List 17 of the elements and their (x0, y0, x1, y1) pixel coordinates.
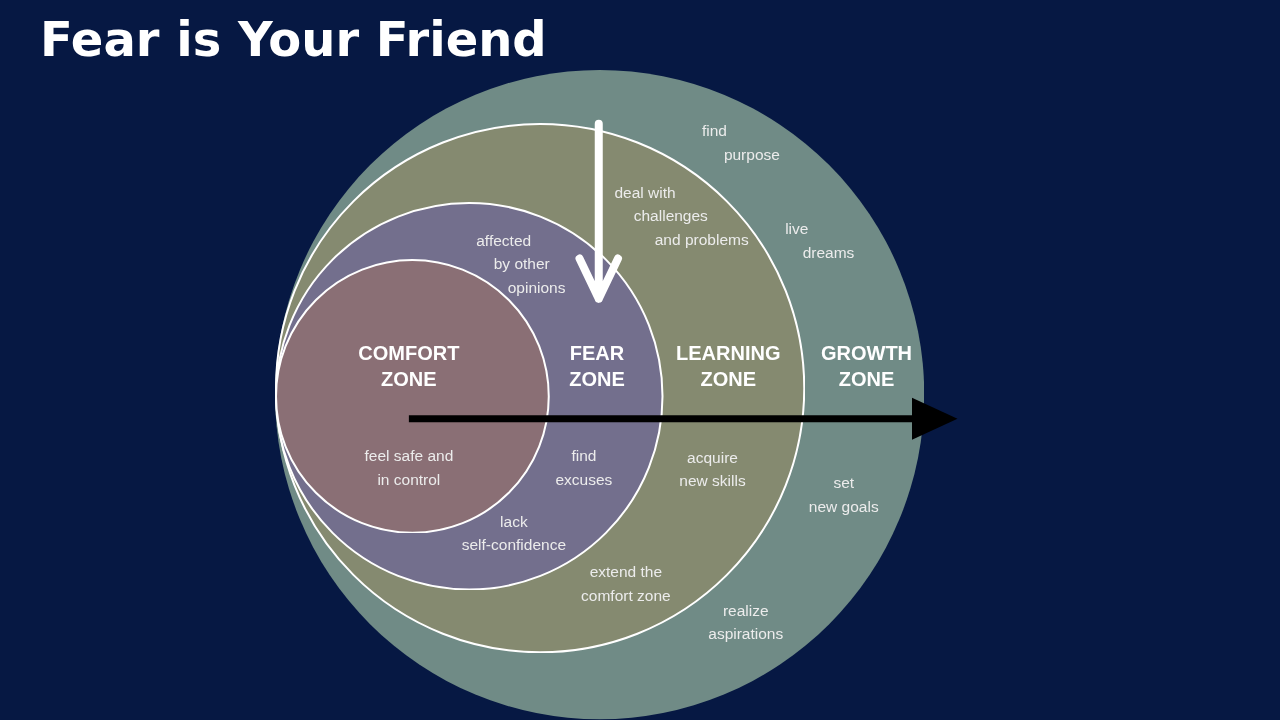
zone-title: COMFORT ZONE (358, 340, 460, 392)
zone-description: extend the comfort zone (581, 562, 671, 606)
zone-description: set new goals (808, 473, 879, 517)
zone-description: feel safe and in control (364, 446, 454, 490)
zone-circle (275, 70, 925, 720)
zone-title: LEARNING ZONE (676, 340, 781, 392)
zone-title: FEAR ZONE (569, 340, 625, 392)
zone-description: deal with challenges and problems (614, 182, 749, 250)
zone-description: acquire new skills (679, 447, 746, 492)
zone-description: realize aspirations (708, 600, 784, 645)
zone-description: affected by other opinions (476, 230, 566, 298)
title: Fear is Your Friend (40, 10, 547, 68)
zone-title: GROWTH ZONE (820, 340, 913, 392)
zone-description: live dreams (785, 219, 855, 263)
zone-description: find excuses (555, 446, 613, 490)
zone-description: lack self-confidence (461, 511, 566, 556)
zone-description: find purpose (702, 121, 780, 165)
